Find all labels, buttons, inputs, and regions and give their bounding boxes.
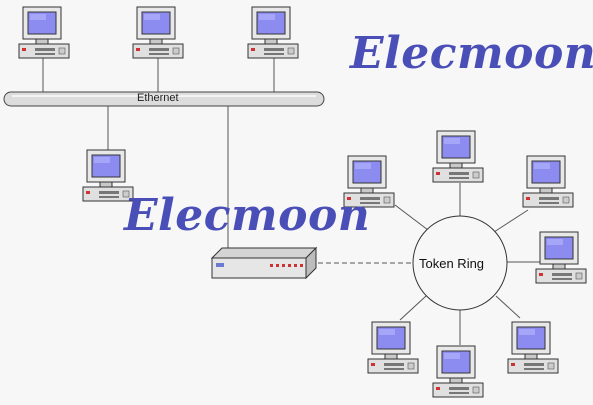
pc-ring-upper-right (522, 155, 574, 208)
watermark-middle: Elecmoon (124, 190, 371, 241)
pc-top-1 (18, 6, 70, 59)
pc-ring-bottom (432, 345, 484, 398)
pc-top-3 (247, 6, 299, 59)
pc-ring-top (432, 130, 484, 183)
token-ring-label: Token Ring (419, 256, 485, 271)
bridge-device (210, 246, 318, 280)
pc-ring-lower-right (507, 321, 559, 374)
pc-ring-right (535, 231, 587, 284)
watermark-top: Elecmoon (350, 28, 593, 79)
ethernet-bus (3, 91, 325, 107)
pc-ring-lower-left (367, 321, 419, 374)
pc-top-2 (132, 6, 184, 59)
ring-spokes (394, 183, 540, 345)
ethernet-label: Ethernet (137, 92, 179, 104)
token-ring (412, 215, 508, 311)
ethernet-drop-lines (42, 58, 275, 250)
